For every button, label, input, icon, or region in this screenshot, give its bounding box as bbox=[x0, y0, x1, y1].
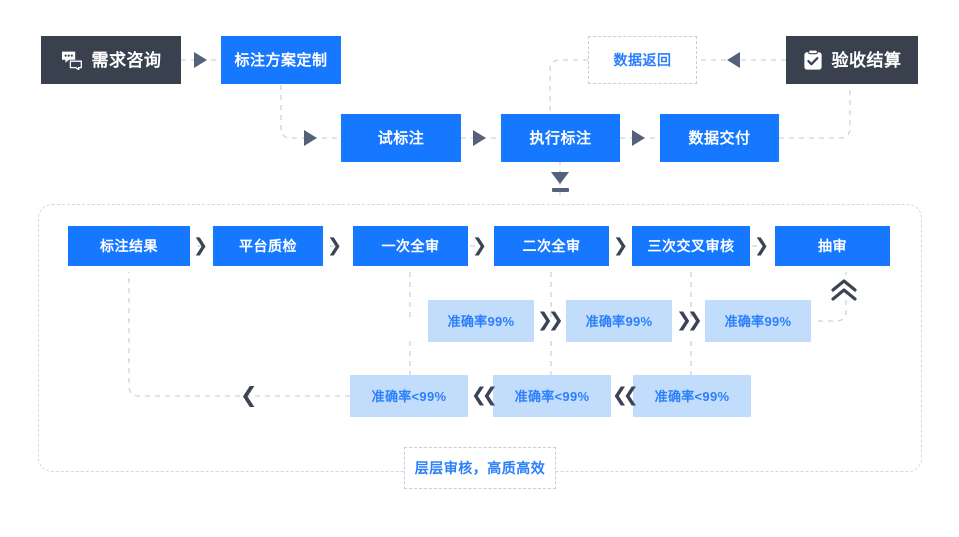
stage-sampling[interactable]: 抽审 bbox=[775, 226, 890, 266]
chip-pass-2-label: 准确率99% bbox=[585, 313, 653, 329]
chevron-right-icon-stage-5: ❯ bbox=[754, 235, 770, 255]
stage-review2[interactable]: 二次全审 bbox=[494, 226, 609, 266]
chevron-double-right-icon-pass-1: ❯❯ bbox=[537, 310, 564, 331]
stage-qc[interactable]: 平台质检 bbox=[213, 226, 323, 266]
chevron-right-icon-stage-4: ❯ bbox=[613, 235, 629, 255]
triangle-right-icon-trial-execute bbox=[473, 130, 486, 146]
triangle-right-icon-consult-plan bbox=[194, 52, 207, 68]
node-data-return[interactable]: 数据返回 bbox=[588, 36, 697, 84]
chevron-double-left-icon-fail-1: ❮❮ bbox=[471, 385, 498, 406]
node-footer-note-label: 层层审核，高质高效 bbox=[414, 460, 546, 476]
node-settlement[interactable]: 验收结算 bbox=[786, 36, 918, 84]
triangle-left-icon-return bbox=[727, 52, 740, 68]
chip-pass-1-label: 准确率99% bbox=[447, 313, 515, 329]
chip-fail-2[interactable]: 准确率<99% bbox=[493, 375, 611, 417]
stage-result[interactable]: 标注结果 bbox=[68, 226, 190, 266]
node-consult-label: 需求咨询 bbox=[91, 50, 162, 70]
stage-review3-label: 三次交叉审核 bbox=[647, 238, 735, 254]
chevron-right-icon-stage-3: ❯ bbox=[472, 235, 488, 255]
chip-pass-3-label: 准确率99% bbox=[724, 313, 792, 329]
chip-pass-3[interactable]: 准确率99% bbox=[705, 300, 811, 342]
node-delivery[interactable]: 数据交付 bbox=[660, 114, 779, 162]
chip-pass-1[interactable]: 准确率99% bbox=[428, 300, 534, 342]
node-delivery-label: 数据交付 bbox=[688, 129, 751, 147]
node-data-return-label: 数据返回 bbox=[613, 52, 672, 68]
node-execute-label: 执行标注 bbox=[529, 129, 592, 147]
stage-qc-label: 平台质检 bbox=[239, 238, 297, 254]
node-trial-label: 试标注 bbox=[377, 129, 425, 147]
chip-fail-3[interactable]: 准确率<99% bbox=[633, 375, 751, 417]
chevron-double-up-icon-sampling bbox=[829, 278, 859, 308]
stage-review2-label: 二次全审 bbox=[522, 238, 581, 254]
chat-bubbles-icon bbox=[61, 50, 83, 70]
chip-pass-2[interactable]: 准确率99% bbox=[566, 300, 672, 342]
chevron-right-icon-stage-1: ❯ bbox=[193, 235, 209, 255]
stage-review1-label: 一次全审 bbox=[381, 238, 440, 254]
stage-review3[interactable]: 三次交叉审核 bbox=[632, 226, 750, 266]
node-execute[interactable]: 执行标注 bbox=[501, 114, 620, 162]
node-plan[interactable]: 标注方案定制 bbox=[221, 36, 341, 84]
triangle-down-icon-drill bbox=[551, 172, 569, 184]
chevron-left-icon-loopback: ❮ bbox=[240, 384, 258, 407]
chevron-double-right-icon-pass-2: ❯❯ bbox=[676, 310, 703, 331]
stage-review1[interactable]: 一次全审 bbox=[353, 226, 468, 266]
node-settlement-label: 验收结算 bbox=[831, 50, 902, 70]
chip-fail-2-label: 准确率<99% bbox=[514, 388, 590, 404]
chip-fail-1[interactable]: 准确率<99% bbox=[350, 375, 468, 417]
node-consult[interactable]: 需求咨询 bbox=[41, 36, 181, 84]
triangle-right-icon-execute-delivery bbox=[632, 130, 645, 146]
triangle-right-icon-plan-trial bbox=[304, 130, 317, 146]
chip-fail-1-label: 准确率<99% bbox=[371, 388, 447, 404]
node-trial[interactable]: 试标注 bbox=[341, 114, 461, 162]
clipboard-check-icon bbox=[803, 49, 823, 71]
node-footer-note[interactable]: 层层审核，高质高效 bbox=[404, 447, 556, 489]
chevron-double-up-glyph bbox=[831, 279, 857, 301]
stage-result-label: 标注结果 bbox=[100, 238, 158, 254]
chip-fail-3-label: 准确率<99% bbox=[654, 388, 730, 404]
chevron-right-icon-stage-2: ❯ bbox=[327, 235, 343, 255]
drill-down-bar bbox=[552, 188, 569, 192]
node-plan-label: 标注方案定制 bbox=[234, 51, 328, 69]
chevron-double-left-icon-fail-2: ❮❮ bbox=[612, 385, 639, 406]
stage-sampling-label: 抽审 bbox=[818, 238, 847, 254]
